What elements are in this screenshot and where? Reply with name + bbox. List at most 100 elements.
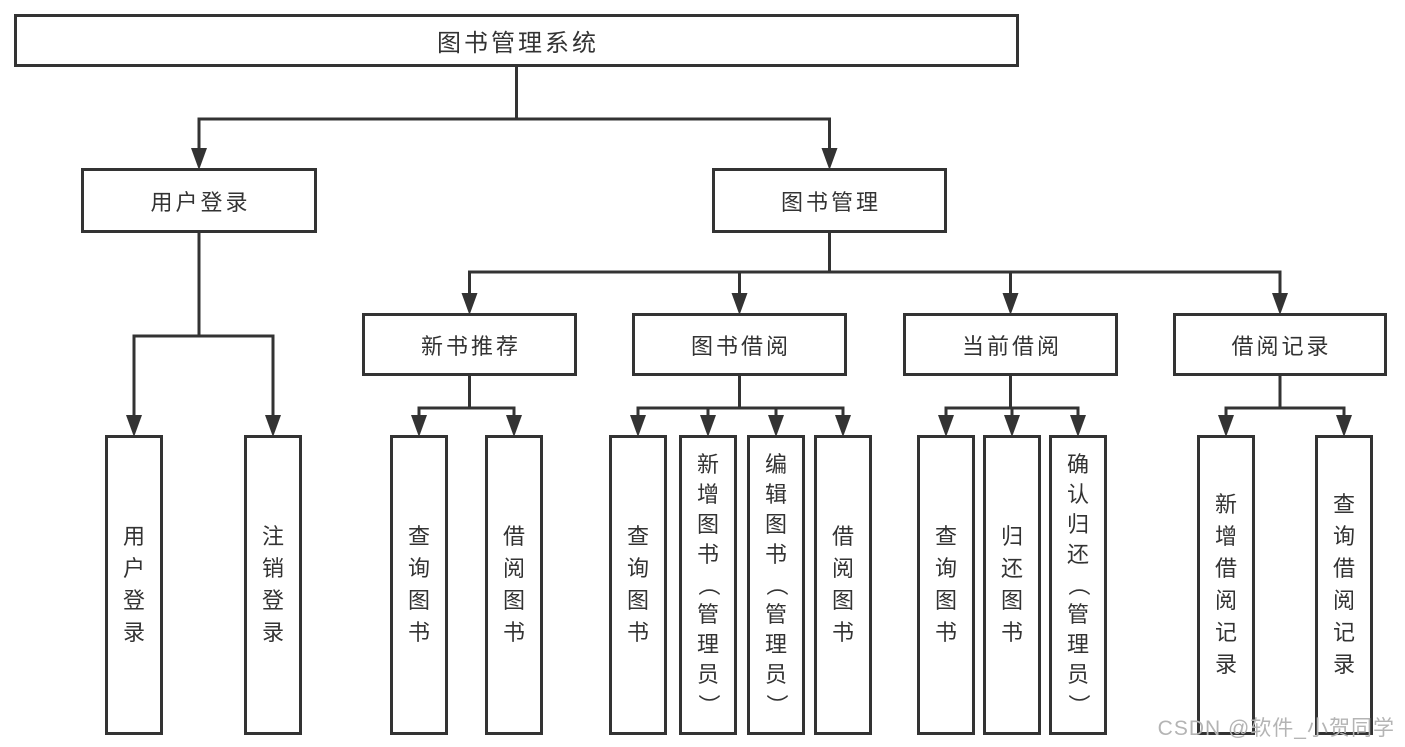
watermark: CSDN @软件_小贺同学 (1157, 717, 1395, 740)
arrowhead-icon (700, 415, 716, 437)
node-leaf-bb-borrow: 借阅图书 (814, 435, 872, 735)
node-label: 图书管理 (780, 189, 881, 215)
node-label-char: 图 (626, 588, 649, 613)
node-label-char: 理 (764, 632, 787, 657)
node-label-char: 录 (122, 620, 145, 645)
node-label-char: 确 (1066, 452, 1089, 477)
arrowhead-icon (461, 293, 478, 315)
arrowhead-icon (1336, 415, 1352, 437)
node-current-borrow: 当前借阅 (903, 313, 1118, 376)
arrowhead-icon (506, 415, 522, 437)
node-label-char: 借 (502, 524, 525, 549)
node-leaf-br-query: 查询借阅记录 (1315, 435, 1373, 735)
node-label: 用户登录 (150, 189, 251, 215)
node-label-char: 阅 (1214, 588, 1237, 613)
node-book-mgmt: 图书管理 (712, 168, 947, 233)
node-label-char: 借 (831, 524, 854, 549)
arrowhead-icon (1004, 415, 1020, 437)
node-label-char: 认 (1066, 482, 1089, 507)
node-label: 新书推荐 (420, 333, 521, 359)
arrowhead-icon (630, 415, 646, 437)
node-label-char: （ (695, 573, 721, 597)
node-label: 借阅记录 (1231, 333, 1332, 359)
node-label-char: 用 (122, 524, 145, 549)
node-leaf-br-add: 新增借阅记录 (1197, 435, 1255, 735)
arrowhead-icon (1272, 293, 1288, 315)
node-label-char: 新 (696, 452, 719, 477)
node-label-char: （ (1065, 573, 1091, 597)
arrowhead-icon (768, 415, 784, 437)
node-leaf-nb-borrow: 借阅图书 (485, 435, 543, 735)
node-label-char: 增 (696, 482, 719, 507)
node-label-char: 新 (1214, 492, 1237, 517)
node-label-char: 图 (502, 588, 525, 613)
node-label-char: 编 (764, 452, 787, 477)
node-label-char: 记 (1332, 620, 1355, 645)
node-label-char: 注 (261, 524, 284, 549)
arrowhead-icon (191, 148, 207, 170)
node-label-char: 辑 (764, 482, 787, 507)
node-label-char: ） (763, 693, 789, 717)
node-label-char: 归 (1000, 524, 1023, 549)
node-label-char: 询 (934, 556, 957, 581)
node-label-char: 员 (1066, 662, 1089, 687)
arrowhead-icon (1002, 293, 1019, 315)
node-label-char: 询 (407, 556, 430, 581)
node-borrow-records: 借阅记录 (1173, 313, 1387, 376)
node-leaf-user-login: 用户登录 (105, 435, 163, 735)
node-label-char: 查 (934, 524, 957, 549)
arrowhead-icon (126, 415, 142, 437)
node-label-char: 销 (261, 556, 284, 581)
arrowhead-icon (1070, 415, 1086, 437)
arrowhead-icon (411, 415, 427, 437)
node-label-char: 借 (1332, 556, 1355, 581)
node-label-char: ） (695, 693, 721, 717)
node-label-char: ） (1065, 693, 1091, 717)
node-label-char: 书 (696, 542, 719, 567)
node-label-char: 图 (764, 512, 787, 537)
node-leaf-bb-edit: 编辑图书（管理员） (747, 435, 805, 735)
node-user-login: 用户登录 (81, 168, 317, 233)
node-label: 当前借阅 (961, 333, 1062, 359)
node-book-borrow: 图书借阅 (632, 313, 847, 376)
node-label-char: 员 (764, 662, 787, 687)
node-leaf-cb-query: 查询图书 (917, 435, 975, 735)
node-label-char: 询 (1332, 524, 1355, 549)
node-leaf-nb-query: 查询图书 (390, 435, 448, 735)
node-label-char: 借 (1214, 556, 1237, 581)
node-label-char: 管 (1066, 602, 1089, 627)
node-leaf-bb-query: 查询图书 (609, 435, 667, 735)
node-label-char: 书 (1000, 620, 1023, 645)
node-label-char: 还 (1066, 542, 1089, 567)
node-label: 图书管理系统 (437, 30, 599, 57)
node-label-char: 还 (1000, 556, 1023, 581)
node-label-char: 图 (407, 588, 430, 613)
node-label-char: 员 (696, 662, 719, 687)
node-label-char: 录 (261, 620, 284, 645)
node-label-char: 记 (1214, 620, 1237, 645)
node-label-char: 查 (1332, 492, 1355, 517)
node-label-char: 书 (764, 542, 787, 567)
node-label-char: 理 (696, 632, 719, 657)
node-label-char: 户 (122, 556, 145, 581)
node-label-char: 阅 (831, 556, 854, 581)
node-label-char: 图 (831, 588, 854, 613)
node-label-char: 录 (1214, 652, 1237, 677)
node-label-char: 增 (1214, 524, 1237, 549)
node-label-char: 理 (1066, 632, 1089, 657)
node-leaf-cb-return: 归还图书 (983, 435, 1041, 735)
node-label-char: 管 (696, 602, 719, 627)
node-label-char: 图 (696, 512, 719, 537)
node-label-char: 书 (502, 620, 525, 645)
node-label-char: 书 (407, 620, 430, 645)
node-label-char: 询 (626, 556, 649, 581)
arrowhead-icon (835, 415, 851, 437)
node-leaf-bb-add: 新增图书 （ 管理员 ） (679, 435, 737, 735)
node-root: 图书管理系统 (14, 14, 1019, 67)
node-label-char: 图 (1000, 588, 1023, 613)
node-label-char: 阅 (1332, 588, 1355, 613)
node-label-char: 书 (934, 620, 957, 645)
arrowhead-icon (938, 415, 954, 437)
